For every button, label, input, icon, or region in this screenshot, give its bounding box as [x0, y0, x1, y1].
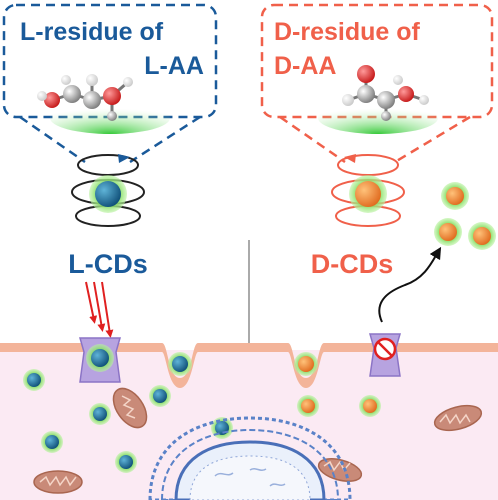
free-d-cds	[434, 182, 496, 250]
left-title-line1: L-residue of	[20, 18, 164, 46]
left-panel: L-residue of L-AA	[2, 3, 218, 338]
left-title-line2: L-AA	[144, 52, 204, 80]
uptake-arrow	[85, 281, 98, 324]
mitochondrion-icon	[33, 470, 83, 494]
cell-membrane	[0, 343, 498, 388]
left-cd-label: L-CDs	[68, 249, 148, 279]
right-surface-plate	[318, 102, 438, 134]
right-cd-core	[355, 181, 381, 207]
uptake-arrow	[101, 281, 114, 338]
uptake-arrow	[93, 281, 106, 332]
right-title-line1: D-residue of	[274, 18, 421, 46]
rejection-arrow	[378, 246, 442, 323]
left-cd-core	[95, 181, 121, 207]
cell	[0, 333, 498, 500]
transporter-icon	[369, 333, 401, 377]
mitochondrion-icon	[112, 387, 148, 429]
mitochondrion-icon	[433, 404, 483, 432]
right-callout-box	[260, 3, 494, 119]
internalized-d-cds	[297, 395, 381, 417]
right-cd-label: D-CDs	[311, 249, 394, 279]
transporter-icon	[79, 337, 121, 383]
right-callout-line	[279, 115, 346, 164]
molecule-icon	[37, 74, 133, 121]
right-panel: D-residue of D-AA D-CDs	[260, 3, 496, 323]
left-callout-line	[19, 115, 86, 164]
right-title-line2: D-AA	[274, 52, 337, 80]
nucleus-icon	[148, 416, 352, 500]
molecule-icon	[342, 65, 429, 121]
prohibited-icon	[373, 337, 397, 361]
